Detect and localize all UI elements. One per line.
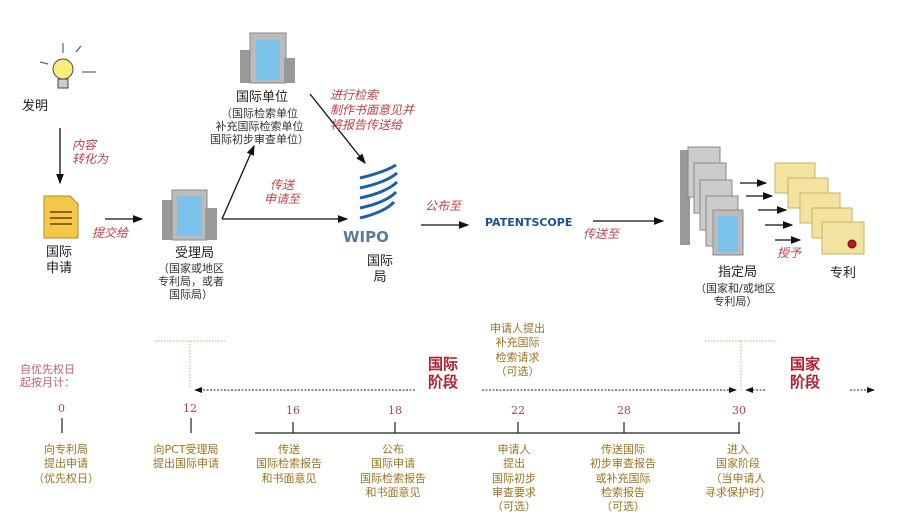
search-note: 进行检索 制作书面意见并 将报告传送给 (330, 88, 415, 132)
receiving-office-building-icon (162, 189, 217, 241)
national-phase-label: 国家 阶段 (790, 355, 821, 391)
milestone-30-label: 进入 国家阶段 （当申请人 寻求保护时） (705, 443, 771, 499)
month-22: 22 (511, 404, 525, 417)
intl-phase-label: 国际 阶段 (428, 355, 459, 391)
wipo-logo (359, 163, 399, 220)
grant-label: 授予 (777, 246, 802, 260)
publish-to-label: 公布至 (425, 199, 462, 213)
patentscope-link[interactable]: PATENTSCOPE (485, 216, 573, 229)
milestone-16-label: 传送 国际检索报告 和书面意见 (256, 443, 322, 485)
milestone-22-label: 申请人 提出 国际初步 审查要求 （可选） (492, 443, 536, 514)
month-16: 16 (286, 404, 300, 417)
intl-authority-building-icon (240, 32, 295, 84)
designated-office-note: （国家和/或地区 专利局） (695, 282, 776, 309)
lightbulb-icon (39, 43, 96, 89)
month-12: 12 (183, 402, 197, 415)
milestone-0-label: 向专利局 提出申请 （优先权日） (33, 443, 99, 485)
intl-authority-label: 国际单位 (236, 90, 289, 105)
milestone-28-label: 传送国际 初步审查报告 或补充国际 检索报告 （可选） (590, 443, 656, 514)
receiving-office-note: （国家或地区 专利局，或者 国际局） (158, 262, 224, 302)
patent-label: 专利 (830, 266, 857, 281)
intl-bureau-label: 国际 局 (367, 254, 394, 285)
invention-label: 发明 (22, 99, 49, 114)
document-icon (43, 195, 79, 239)
arrow-authority-to-wipo (309, 93, 366, 165)
month-30: 30 (732, 404, 746, 417)
intl-authority-note: （国际检索单位 补充国际检索单位 国际初步审查单位） (210, 107, 309, 147)
milestone-18-label: 公布 国际申请 国际检索报告 和书面意见 (360, 443, 426, 499)
transmit-application-label: 传送 申请至 (264, 178, 301, 207)
designated-offices-building-icon (680, 146, 744, 256)
month-0: 0 (58, 402, 65, 415)
supp-search-request-label: 申请人提出 补充国际 检索请求 （可选） (490, 322, 545, 378)
content-to-label: 内容 转化为 (72, 138, 109, 167)
submit-to-label: 提交给 (92, 226, 129, 240)
receiving-office-label: 受理局 (175, 246, 215, 261)
designated-office-label: 指定局 (718, 265, 758, 280)
wipo-logo-text: WIPO (343, 228, 389, 246)
milestone-12-label: 向PCT受理局 提出国际申请 (153, 443, 219, 471)
transmit-to-label: 传送至 (583, 227, 620, 241)
intl-application-label: 国际 申请 (46, 245, 73, 276)
month-28: 28 (617, 404, 631, 417)
months-label: 自优先权日 起按月计： (20, 363, 75, 390)
arrow-to-intl-authority (221, 144, 255, 220)
patent-certificates-icon (774, 162, 865, 255)
month-18: 18 (388, 404, 402, 417)
